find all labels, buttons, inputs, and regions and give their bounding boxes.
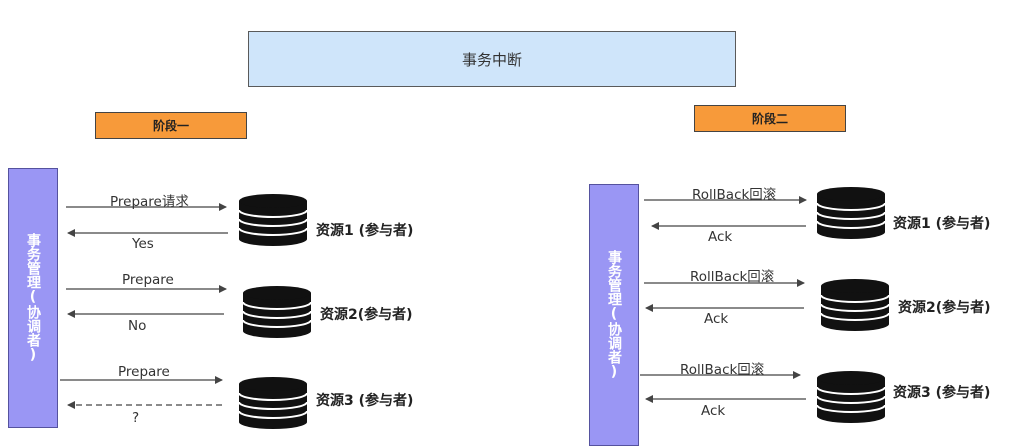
coordinator-label: 事务管理(协调者) — [606, 250, 622, 380]
p2-resource-label-1: 资源1 (参与者) — [893, 216, 991, 232]
p1-request-label-1: Prepare请求 — [110, 194, 189, 210]
diagram-title: 事务中断 — [248, 31, 736, 87]
p2-request-label-2: RollBack回滚 — [690, 269, 775, 285]
database-icon — [242, 285, 312, 343]
p2-request-label-1: RollBack回滚 — [692, 187, 777, 203]
p2-response-label-2: Ack — [704, 311, 729, 327]
p1-response-label-3: ? — [132, 410, 140, 426]
database-icon — [238, 193, 308, 251]
coordinator-label: 事务管理(协调者) — [25, 233, 41, 363]
coordinator-box-phase-one: 事务管理(协调者) — [8, 168, 58, 428]
coordinator-box-phase-two: 事务管理(协调者) — [589, 184, 639, 446]
p2-resource-label-2: 资源2(参与者) — [898, 300, 991, 316]
p1-resource-label-1: 资源1 (参与者) — [316, 223, 414, 239]
p2-response-label-3: Ack — [701, 403, 726, 419]
p2-response-label-1: Ack — [708, 229, 733, 245]
phase-one-label: 阶段一 — [95, 112, 247, 139]
p1-response-label-2: No — [128, 318, 147, 334]
p2-request-label-3: RollBack回滚 — [680, 362, 765, 378]
p1-request-label-2: Prepare — [122, 272, 174, 288]
p2-resource-label-3: 资源3 (参与者) — [893, 385, 991, 401]
database-icon — [820, 278, 890, 336]
database-icon — [816, 186, 886, 244]
p1-resource-label-2: 资源2(参与者) — [320, 307, 413, 323]
database-icon — [816, 370, 886, 428]
p1-resource-label-3: 资源3 (参与者) — [316, 393, 414, 409]
phase-two-label: 阶段二 — [694, 105, 846, 132]
database-icon — [238, 376, 308, 434]
p1-request-label-3: Prepare — [118, 364, 170, 380]
p1-response-label-1: Yes — [132, 236, 154, 252]
